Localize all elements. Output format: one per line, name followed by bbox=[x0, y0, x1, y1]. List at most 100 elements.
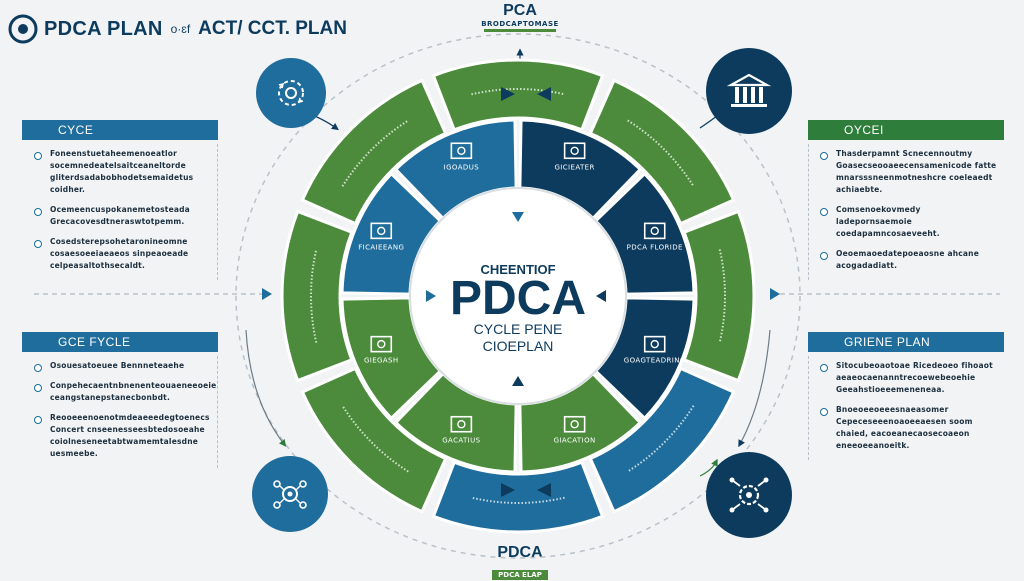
segment-icon bbox=[563, 415, 586, 433]
panel-top-right: OYCEI Thasderpamnt Scnecennoutmy Goasecs… bbox=[808, 120, 1004, 286]
list-item: Reooeeenoenotmdeaeeedegtoenecs Concert c… bbox=[34, 412, 212, 460]
bottom-label-small: PDCA ELAP bbox=[492, 570, 548, 580]
gear-network-icon bbox=[729, 477, 769, 513]
panel-body: Sitocubeoaotoae Ricedeoeo fihoaot aeaeoc… bbox=[808, 352, 1004, 466]
outer-segment-5 bbox=[431, 460, 605, 534]
connector-left-down bbox=[245, 329, 287, 447]
bullet-icon bbox=[34, 152, 42, 160]
right-guide-arrow bbox=[770, 288, 780, 300]
list-item: Thasderpamnt Scnecennoutmy Goasecseooaee… bbox=[820, 148, 998, 196]
list-item: Comsenoekovmedy ladepornsaemoie coedapam… bbox=[820, 204, 998, 240]
segment-label: FICAIEEANG bbox=[358, 243, 404, 251]
outer-segment-text-line bbox=[471, 88, 565, 96]
panel-heading: CYCE bbox=[22, 120, 218, 140]
outer-ring bbox=[280, 58, 756, 534]
connector-bottom-right bbox=[699, 458, 718, 477]
center-main-text: PDCA bbox=[450, 272, 586, 325]
segment-icon bbox=[563, 142, 586, 160]
panel-heading: GRIENE PLAN bbox=[808, 332, 1004, 352]
center-arrow-right bbox=[596, 290, 606, 302]
outer-segment-6 bbox=[300, 366, 448, 514]
top-label-big: PCA bbox=[503, 2, 537, 19]
center-circle bbox=[409, 187, 627, 405]
page-title: PDCA PLAN o·ɛf ACT/ CCT. PLAN bbox=[8, 12, 347, 46]
segment-icon bbox=[643, 222, 666, 240]
title-mid: o·ɛf bbox=[170, 22, 191, 36]
panel-top-left: CYCE Foneenstuetaheemenoeatlor socemnede… bbox=[22, 120, 218, 286]
bullet-icon bbox=[34, 384, 42, 392]
list-item: Cosedsterepsohetaronineomne cosaesoeeiae… bbox=[34, 236, 212, 272]
panel-heading: OYCEI bbox=[808, 120, 1004, 140]
connector-right-down bbox=[738, 329, 771, 448]
target-logo-icon bbox=[8, 14, 38, 44]
list-item: Sitocubeoaotoae Ricedeoeo fihoaot aeaeoc… bbox=[820, 360, 998, 396]
list-item: Foneenstuetaheemenoeatlor socemnedeatels… bbox=[34, 148, 212, 196]
top-cycle-label: PCA BRODCAPTOMASE bbox=[470, 2, 570, 32]
title-end: ACT/ CCT. PLAN bbox=[198, 18, 347, 39]
list-item: Conpehecaentnbnenenteouaeneeoeie ceangst… bbox=[34, 380, 216, 404]
bullet-icon bbox=[34, 208, 42, 216]
segment-icon bbox=[370, 222, 393, 240]
ring-arrows bbox=[501, 87, 551, 497]
segment-label: GIACATION bbox=[554, 437, 596, 445]
outer-segment-text-line bbox=[471, 496, 565, 505]
outer-segment-text-line bbox=[627, 405, 695, 473]
outer-segment-1 bbox=[431, 58, 605, 132]
panel-body: Osouesatoeuee Bennneteaehe Conpehecaentn… bbox=[22, 352, 218, 474]
ring-arrow-icon bbox=[537, 483, 551, 497]
outer-segment-8 bbox=[300, 78, 448, 226]
segment-label: GICIEATER bbox=[554, 163, 594, 171]
segment-icon bbox=[370, 335, 393, 353]
bullet-icon bbox=[820, 364, 828, 372]
left-guide-arrow bbox=[262, 288, 272, 300]
badge-bottom-right bbox=[706, 452, 792, 538]
top-label-small: BRODCAPTOMASE bbox=[481, 20, 559, 28]
outer-segment-7 bbox=[280, 209, 354, 383]
list-item: Osouesatoeuee Bennneteaehe bbox=[34, 360, 212, 372]
outer-segment-3 bbox=[682, 209, 756, 383]
panel-bottom-right: GRIENE PLAN Sitocubeoaotoae Ricedeoeo fi… bbox=[808, 332, 1004, 466]
list-item: Bnoeoeeoeeesnaeasomer Cepeceseeenoaoeeae… bbox=[820, 404, 998, 452]
list-item: Oeoemaoedatepoeaosne ahcane acogadadiatt… bbox=[820, 248, 998, 272]
bullet-icon bbox=[820, 252, 828, 260]
panel-body: Foneenstuetaheemenoeatlor socemnedeatels… bbox=[22, 140, 218, 286]
segment-label: GOAGTEADRING bbox=[624, 357, 686, 365]
segment-label: GIEGASH bbox=[364, 357, 399, 365]
outer-segment-text-line bbox=[309, 249, 318, 343]
title-main: PDCA PLAN bbox=[44, 17, 163, 40]
ring-arrow-icon bbox=[501, 87, 515, 101]
list-item: Ocemeencuspokanemetosteada Grecacovesdtn… bbox=[34, 204, 212, 228]
outer-segment-text-line bbox=[341, 405, 409, 473]
center-sub-line1: CYCLE PENE bbox=[474, 321, 563, 337]
center-top-text: CHEENTIOF bbox=[480, 262, 555, 277]
top-label-bar bbox=[484, 29, 556, 32]
center-arrow-bottom bbox=[512, 376, 524, 386]
bottom-label-big: PDCA bbox=[497, 544, 543, 561]
outer-segment-2 bbox=[588, 78, 736, 226]
panel-body: Thasderpamnt Scnecennoutmy Goasecseooaee… bbox=[808, 140, 1004, 286]
bullet-icon bbox=[820, 408, 828, 416]
segment-label: PDCA FLORIDE bbox=[627, 243, 683, 251]
center-arrow-top bbox=[512, 212, 524, 222]
badge-top-right bbox=[706, 48, 792, 134]
outer-segment-text-line bbox=[627, 119, 695, 187]
ring-arrow-icon bbox=[537, 87, 551, 101]
bullet-icon bbox=[34, 240, 42, 248]
outer-dashed-orbit bbox=[235, 33, 801, 559]
bullet-icon bbox=[34, 416, 42, 424]
bank-building-icon bbox=[727, 73, 771, 107]
bottom-cycle-label: PDCA PDCA ELAP bbox=[470, 544, 570, 581]
panel-bottom-left: GCE FYCLE Osouesatoeuee Bennneteaehe Con… bbox=[22, 332, 218, 474]
center-sub-line2: CIOEPLAN bbox=[483, 338, 554, 354]
gear-cycle-icon bbox=[278, 80, 304, 106]
badge-bottom-left bbox=[252, 456, 328, 532]
segment-icon bbox=[450, 142, 473, 160]
segment-label: GACATIUS bbox=[442, 437, 480, 445]
gear-network-icon bbox=[273, 480, 307, 509]
ring-arrow-icon bbox=[501, 483, 515, 497]
bullet-icon bbox=[34, 364, 42, 372]
bullet-icon bbox=[820, 208, 828, 216]
outer-segment-text-line bbox=[341, 119, 409, 187]
